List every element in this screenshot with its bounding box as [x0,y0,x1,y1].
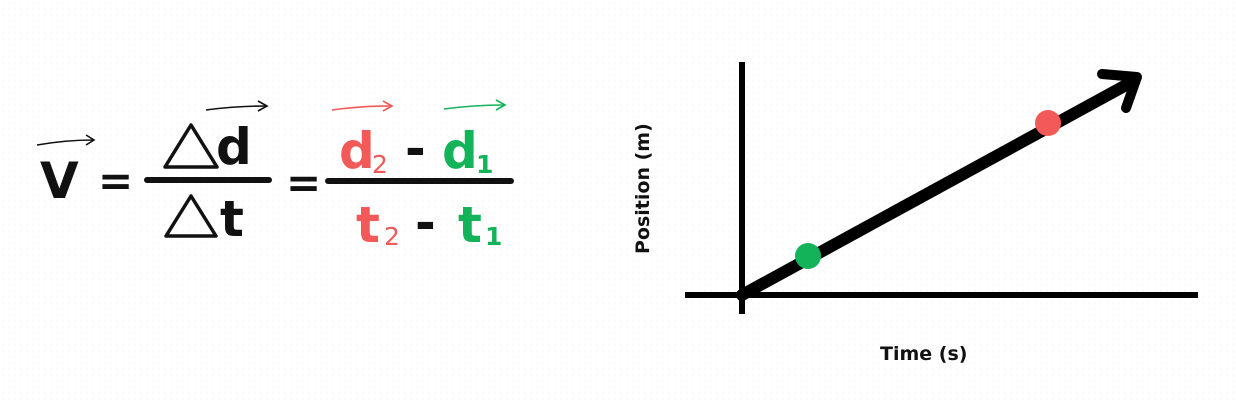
delta-t-letter: t [220,190,244,248]
line-arrowhead [1097,69,1142,113]
delta-symbol-denominator [164,194,218,238]
final-position-d2: d [339,122,375,180]
initial-time-t1: t [458,196,482,254]
final-point-marker [1035,110,1061,136]
velocity-symbol: V [40,152,79,210]
subscript-1-numerator: 1 [476,150,494,179]
delta-symbol-numerator [163,123,219,169]
equals-sign-1: = [98,156,134,205]
subscript-2-numerator: 2 [372,150,388,179]
vector-arrow-d2 [331,100,394,112]
minus-sign-numerator: - [405,120,426,178]
initial-point-marker [795,243,821,269]
subscript-1-denominator: 1 [485,222,503,251]
minus-sign-denominator: - [415,194,436,252]
vector-arrow-v [36,134,96,146]
initial-position-d1: d [442,122,478,180]
x-axis-label: Time (s) [880,343,968,365]
equals-sign-2: = [286,158,322,207]
delta-d-letter: d [216,118,252,176]
y-axis-label: Position (m) [632,123,654,254]
vector-arrow-d1 [443,99,507,111]
subscript-2-denominator: 2 [384,222,400,251]
vector-arrow-delta-d [205,100,269,112]
final-time-t2: t [356,196,380,254]
